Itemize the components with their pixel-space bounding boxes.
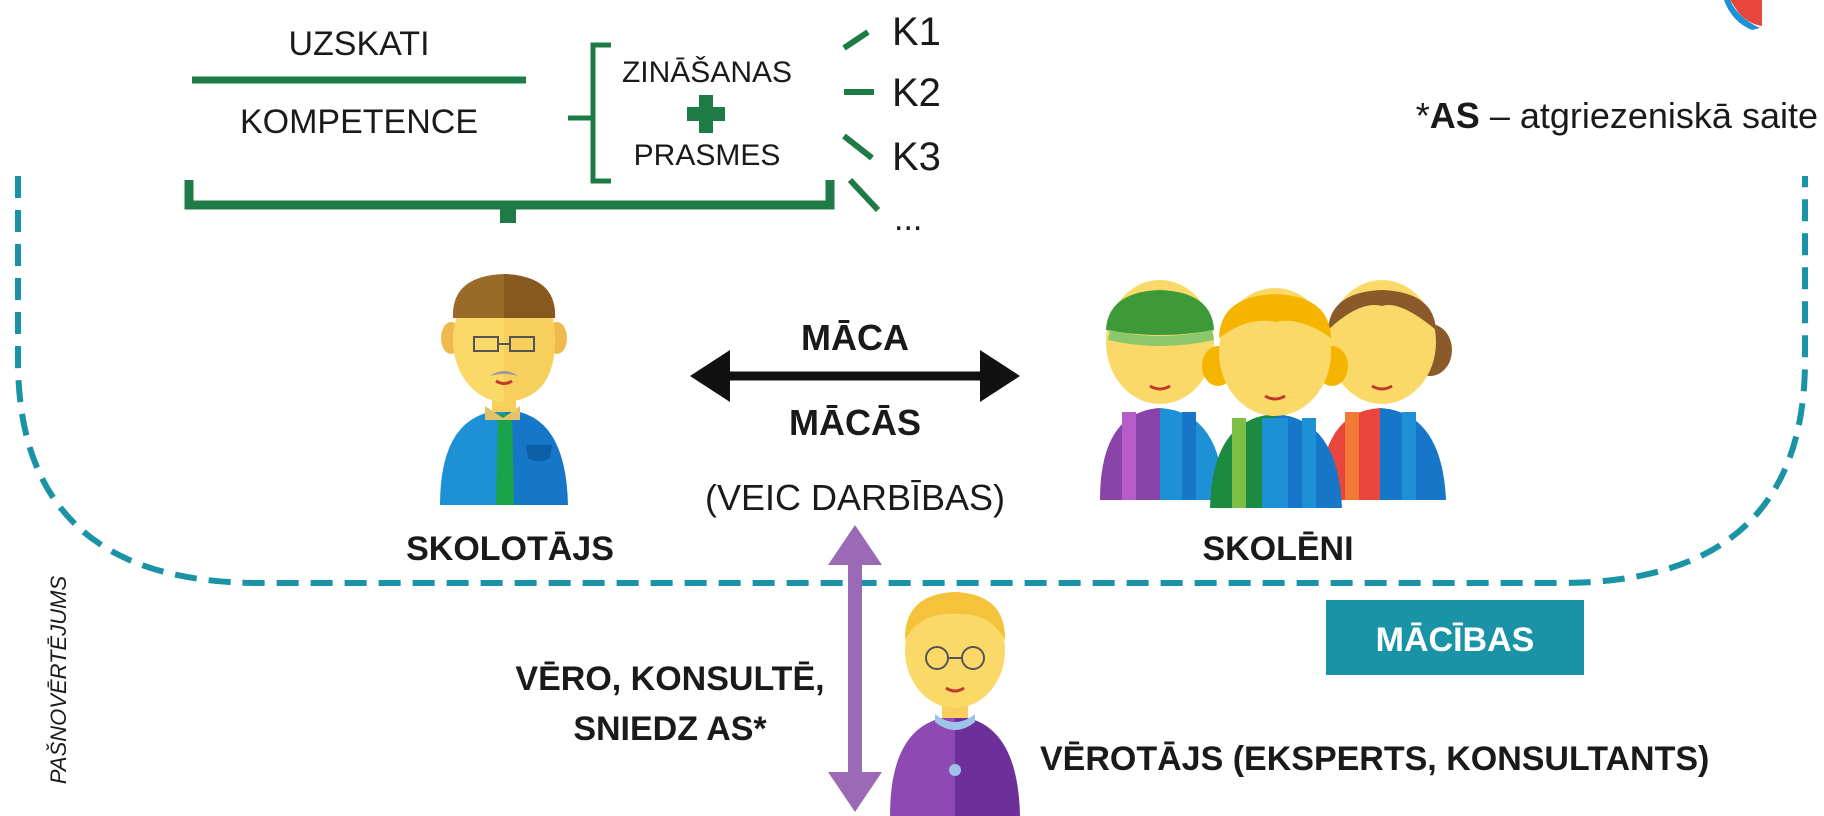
learning-box-label: MĀCĪBAS xyxy=(1376,621,1535,659)
k4-label: ... xyxy=(894,200,922,238)
students-icon xyxy=(1100,280,1452,508)
observe-line2: SNIEDZ AS* xyxy=(573,710,767,748)
observe-line1: VĒRO, KONSULTĒ, xyxy=(515,660,824,698)
learning-box xyxy=(1326,600,1584,675)
footnote-text: – atgriezeniskā saite xyxy=(1480,95,1818,136)
acts-label: (VEIC DARBĪBAS) xyxy=(705,477,1005,518)
students-label: SKOLĒNI xyxy=(1202,530,1353,568)
competence-structure: UZSKATI KOMPETENCE ZINĀŠANAS PRASMES K1 … xyxy=(184,10,941,238)
kompetence-label: KOMPETENCE xyxy=(240,103,478,141)
uzskati-label: UZSKATI xyxy=(288,25,429,63)
zinasanas-label: ZINĀŠANAS xyxy=(622,55,792,89)
logo-icon xyxy=(1724,0,1762,30)
interaction-arrow xyxy=(690,350,1020,402)
observation-arrow xyxy=(828,525,882,812)
footnote: *AS – atgriezeniskā saite xyxy=(1416,95,1818,136)
footnote-abbr: AS xyxy=(1430,95,1480,136)
bottom-bracket xyxy=(184,180,835,210)
k4-dash xyxy=(847,177,881,213)
k1-dash xyxy=(842,29,870,51)
k1-label: K1 xyxy=(892,10,941,54)
teacher-label: SKOLOTĀJS xyxy=(406,530,614,568)
self-assessment-label: PAŠNOVĒRTĒJUMS xyxy=(46,576,71,785)
plus-icon xyxy=(687,95,725,133)
k3-dash xyxy=(842,133,874,161)
footnote-prefix: * xyxy=(1416,95,1430,136)
learns-label: MĀCĀS xyxy=(789,402,921,443)
k3-label: K3 xyxy=(892,135,941,179)
teaches-label: MĀCA xyxy=(801,317,909,358)
observer-icon xyxy=(890,592,1020,816)
prasmes-label: PRASMES xyxy=(634,139,781,172)
k2-label: K2 xyxy=(892,71,941,115)
observer-label: VĒROTĀJS (EKSPERTS, KONSULTANTS) xyxy=(1040,740,1709,778)
teacher-icon xyxy=(440,274,568,505)
bracket-stem xyxy=(500,203,516,223)
left-bracket xyxy=(590,42,611,184)
self-assessment-boundary xyxy=(15,176,1808,586)
